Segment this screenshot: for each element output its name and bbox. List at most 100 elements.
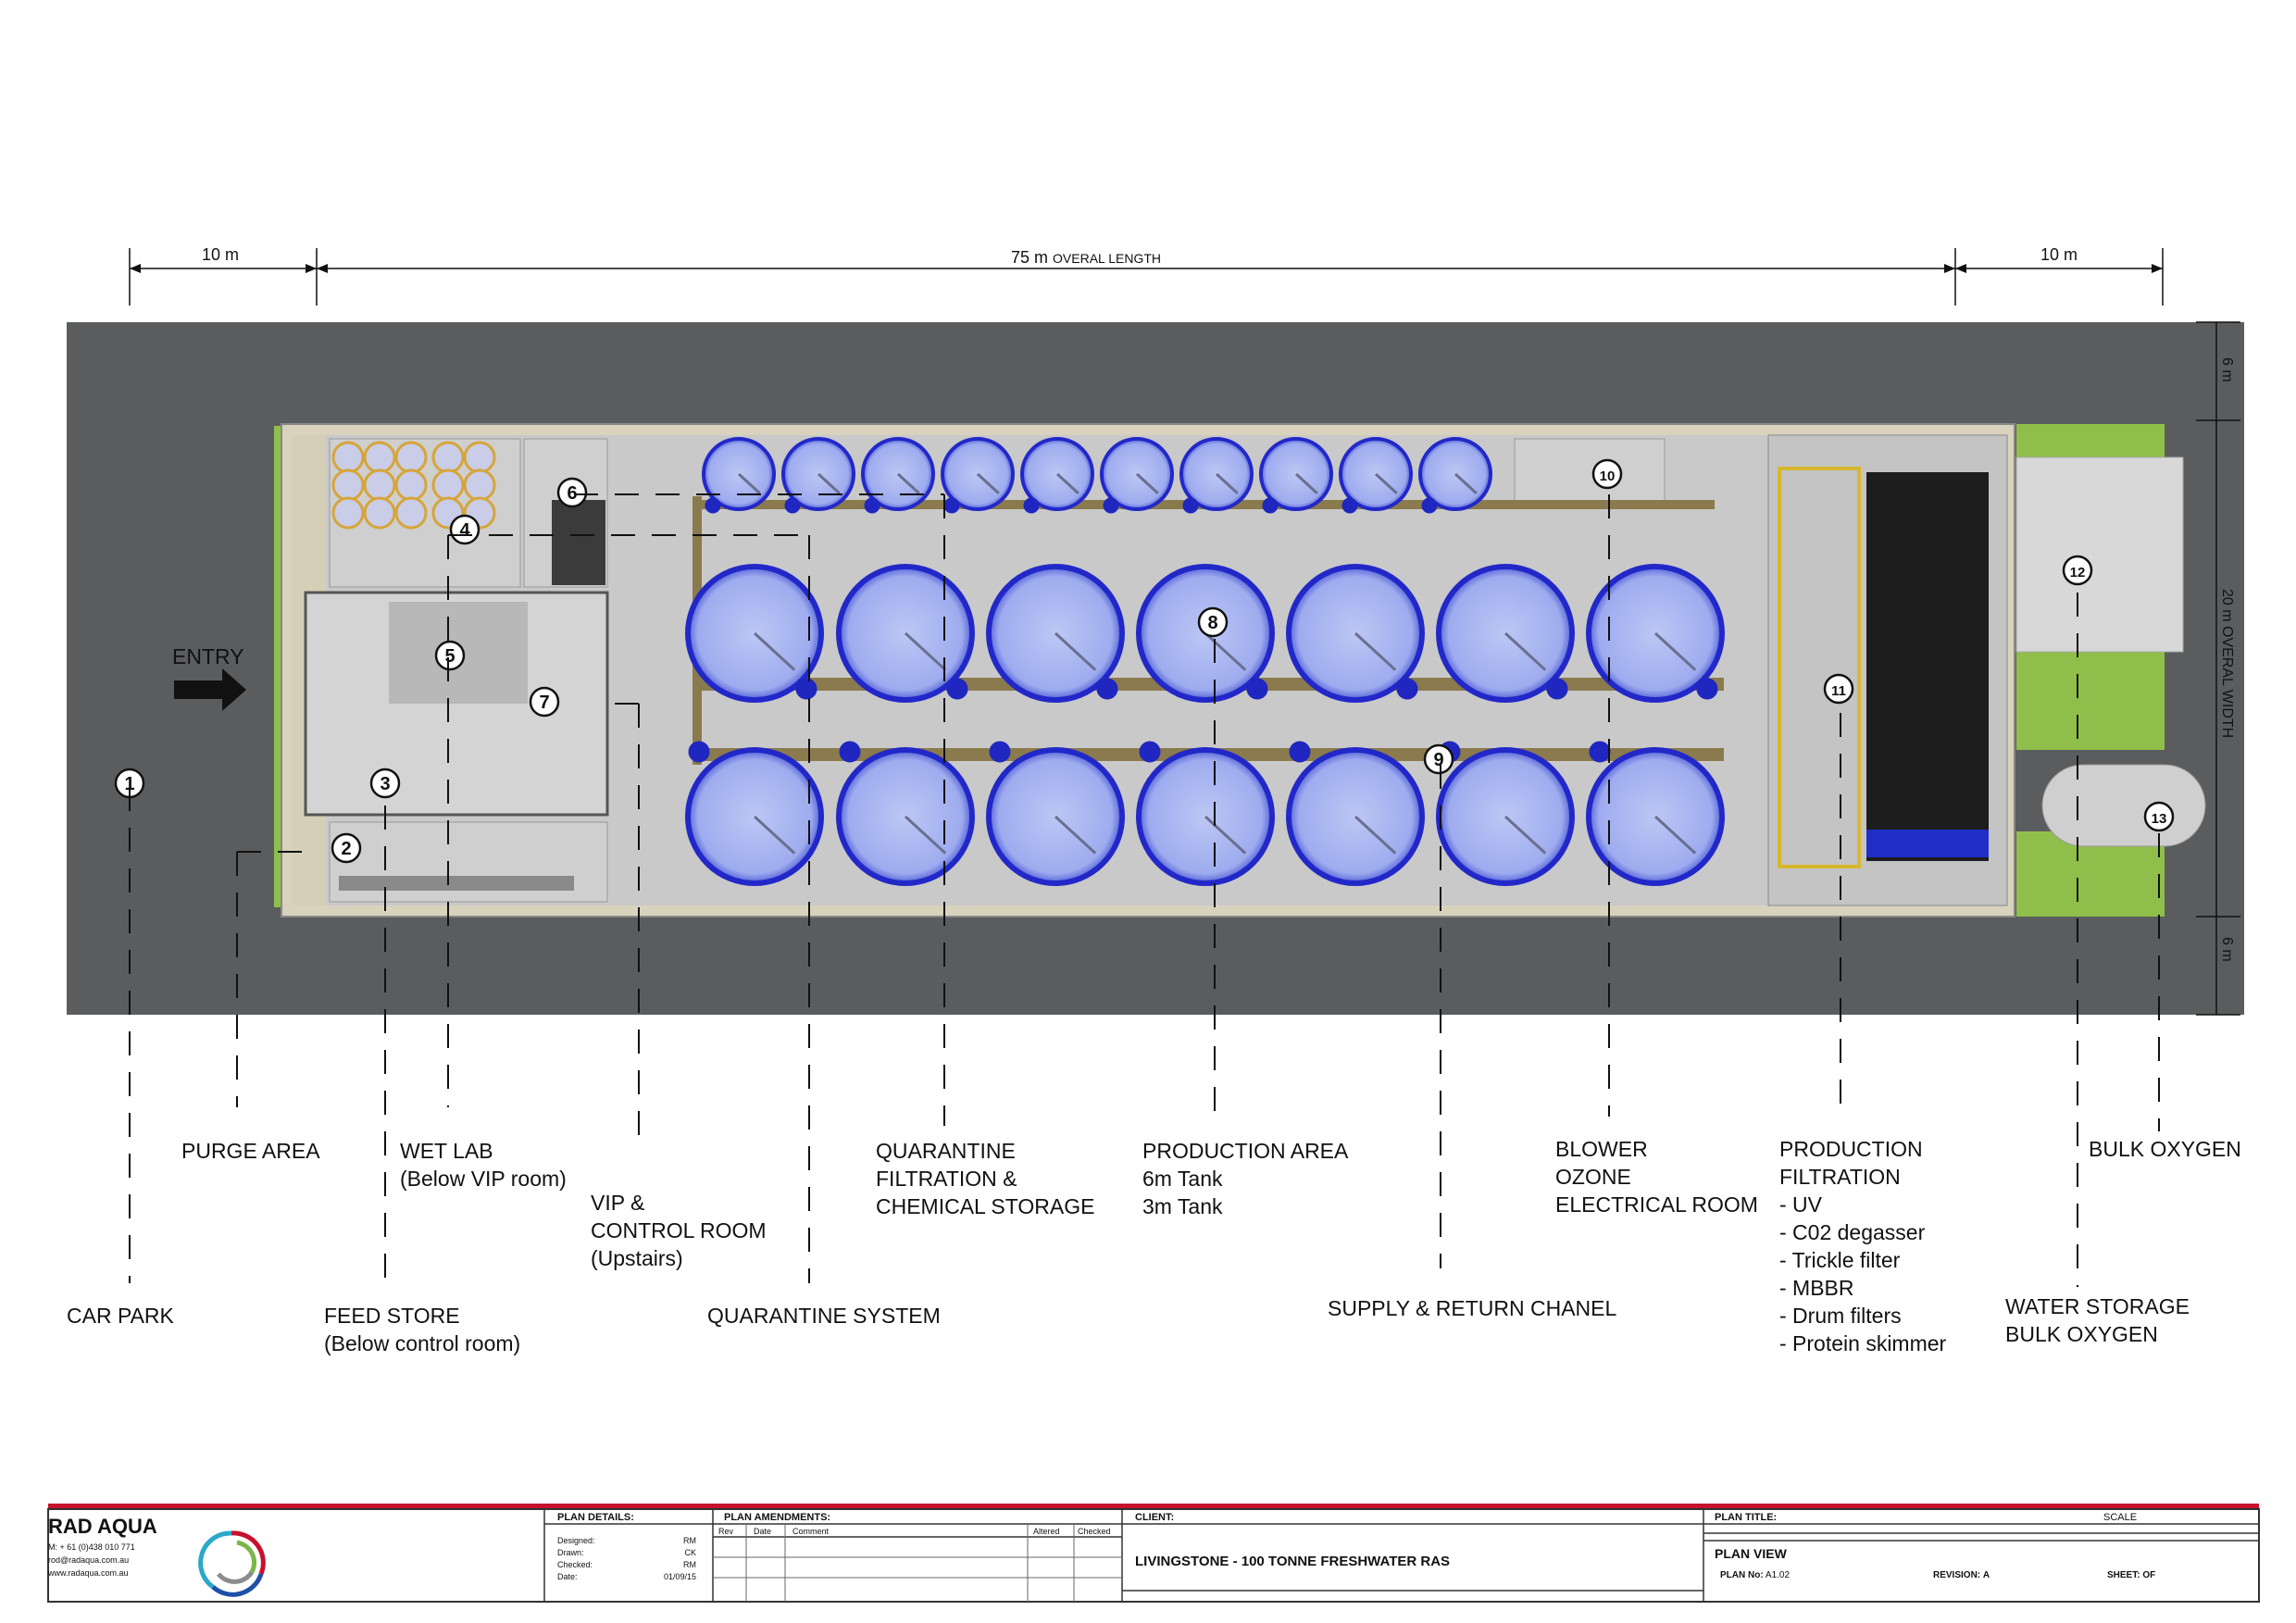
grass-strip-mid — [2016, 648, 2165, 750]
filtration-blue-unit — [1866, 830, 1989, 857]
marker-1: 1 — [114, 768, 145, 799]
label-line: FILTRATION — [1779, 1165, 1901, 1189]
label-line: PRODUCTION — [1779, 1137, 1923, 1161]
detail-value: 01/09/15 — [663, 1572, 696, 1581]
marker-8: 8 — [1197, 606, 1229, 638]
marker-number: 2 — [341, 839, 351, 859]
dim-right: 10 m — [2040, 245, 2078, 264]
marker-circle — [331, 832, 362, 864]
dimension-arrowheads — [130, 264, 2163, 273]
detail-key: Date: — [557, 1572, 578, 1581]
tank-pipe — [1504, 815, 1547, 855]
label-vip-control: VIP &CONTROL ROOM(Upstairs) — [591, 1189, 767, 1272]
marker-10: 10 — [1591, 458, 1623, 490]
marker-number: 11 — [1831, 683, 1846, 699]
label-line: WET LAB — [400, 1139, 493, 1163]
label-line: FILTRATION & — [876, 1167, 1017, 1191]
tank-pipe — [904, 631, 947, 671]
amend-col-rev: Rev — [718, 1527, 734, 1536]
dim-side-top: 6 m — [2219, 357, 2235, 382]
tank-pipe — [1054, 815, 1097, 855]
detail-row: Designed:RM — [557, 1535, 696, 1547]
marker-circle — [2143, 801, 2175, 832]
tank-pipe — [1135, 472, 1159, 495]
label-line: PURGE AREA — [181, 1139, 320, 1163]
marker-circle — [2062, 555, 2093, 586]
detail-key: Checked: — [557, 1560, 593, 1569]
label-line: - C02 degasser — [1779, 1220, 1926, 1244]
pump — [946, 678, 968, 700]
label-line: - MBBR — [1779, 1276, 1854, 1300]
sheet-of: OF — [2142, 1570, 2156, 1580]
amendments-header: PLAN AMENDMENTS: — [724, 1512, 831, 1523]
tank-pipe — [737, 472, 761, 495]
rad-aqua-logo-icon — [198, 1530, 266, 1597]
revision-value: A — [1982, 1570, 1990, 1580]
filtration-yellow-frame — [1778, 467, 1861, 868]
client-name: LIVINGSTONE - 100 TONNE FRESHWATER RAS — [1135, 1554, 1451, 1569]
pump — [784, 497, 801, 514]
label-bulk-oxygen: BULK OXYGEN — [2089, 1135, 2241, 1163]
detail-row: Date: 01/09/15 — [557, 1571, 696, 1583]
title-block-grid — [543, 1509, 2259, 1602]
marker-5: 5 — [434, 640, 466, 671]
scale-label: SCALE — [2103, 1512, 2138, 1523]
plan-no-value: A1.02 — [1765, 1570, 1791, 1580]
marker-13: 13 — [2143, 801, 2175, 832]
marker-circle — [1591, 458, 1623, 490]
label-line: PRODUCTION AREA — [1142, 1139, 1349, 1163]
label-line: CAR PARK — [67, 1304, 174, 1328]
stair-room — [552, 500, 605, 585]
wet-lab-tub — [394, 496, 428, 530]
marker-number: 6 — [567, 483, 577, 504]
plan-title-header: PLAN TITLE: — [1715, 1512, 1778, 1523]
label-line: SUPPLY & RETURN CHANEL — [1328, 1296, 1617, 1320]
pump — [1246, 678, 1268, 700]
label-line: - Drum filters — [1779, 1304, 1902, 1328]
marker-11: 11 — [1823, 673, 1854, 705]
plan-details-list: Designed:RM Drawn:CK Checked: RM Date: 01/… — [557, 1535, 696, 1583]
marker-circle — [1423, 743, 1454, 775]
tank-layer — [331, 437, 1725, 886]
dim-left: 10 m — [202, 245, 240, 264]
amend-col-checked: Checked — [1078, 1527, 1111, 1536]
pump — [1103, 497, 1119, 514]
title-block-red-bar — [48, 1504, 2259, 1509]
marker-number: 10 — [1600, 468, 1616, 484]
tank-pipe — [753, 631, 796, 671]
wet-lab-tub — [331, 468, 365, 502]
entry-arrow-icon — [174, 668, 246, 711]
label-line: BULK OXYGEN — [2005, 1322, 2158, 1346]
detail-row: Drawn:CK — [557, 1547, 696, 1559]
plan-no: PLAN No: A1.02 — [1720, 1570, 1790, 1580]
tank-pipe — [1653, 815, 1697, 855]
label-line: BLOWER — [1555, 1137, 1648, 1161]
detail-value: RM — [683, 1560, 696, 1569]
label-line: CHEMICAL STORAGE — [876, 1194, 1095, 1218]
pump — [1023, 497, 1040, 514]
amend-col-altered: Altered — [1033, 1527, 1060, 1536]
sheet: SHEET: OF — [2107, 1570, 2155, 1580]
pump — [864, 497, 880, 514]
marker-circle — [1197, 606, 1229, 638]
label-line: ELECTRICAL ROOM — [1555, 1192, 1758, 1217]
revision: REVISION: A — [1933, 1570, 1990, 1580]
pump — [705, 497, 721, 514]
wet-lab-tub — [331, 496, 365, 530]
marker-12: 12 — [2062, 555, 2093, 586]
marker-6: 6 — [556, 477, 588, 508]
blower-room — [1514, 438, 1666, 505]
marker-2: 2 — [331, 832, 362, 864]
label-line: 6m Tank — [1142, 1167, 1223, 1191]
tank-pipe — [1354, 631, 1397, 671]
pump — [1341, 497, 1358, 514]
marker-number: 3 — [380, 774, 390, 794]
pump — [1396, 678, 1418, 700]
dim-side-bottom: 6 m — [2219, 937, 2235, 962]
pump — [1289, 741, 1311, 763]
marker-3: 3 — [369, 768, 401, 799]
